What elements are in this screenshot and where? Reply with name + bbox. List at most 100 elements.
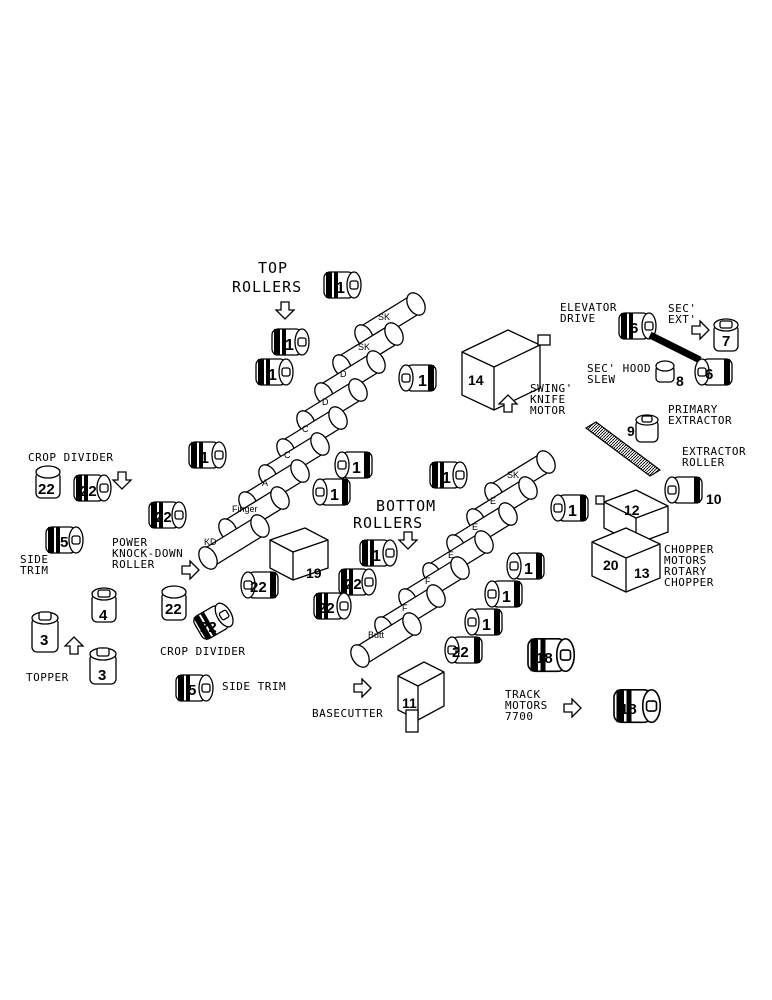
motor-6-b [694, 358, 733, 386]
motor-9 [635, 414, 659, 443]
motor-number: 1 [372, 548, 381, 565]
roller-label: E [448, 550, 454, 560]
motor-number: 1 [482, 617, 491, 634]
block-number: 19 [306, 565, 322, 581]
motor-number: 22 [38, 481, 55, 498]
motor-number: 22 [155, 509, 172, 526]
block-11 [397, 661, 445, 733]
topper-label: TOPPER [26, 671, 69, 684]
block-number: 13 [634, 565, 650, 581]
extractor-roller-label-2: ROLLER [682, 456, 725, 469]
track-motors-label-3: 7700 [505, 710, 534, 723]
motor-number: 22 [318, 600, 335, 617]
motor-number: 6 [705, 366, 713, 383]
motor-number: 1 [524, 561, 533, 578]
motor-number: 18 [536, 650, 553, 667]
roller-label: D [340, 369, 347, 379]
elevator-drive-label-2: DRIVE [560, 312, 596, 325]
chopper-label-4: CHOPPER [664, 576, 714, 589]
motor-number: 6 [630, 320, 638, 337]
roller-label: SK [358, 342, 370, 352]
chopper-label-1: CHOPPER [664, 543, 714, 556]
roller-label: A [262, 478, 268, 488]
motor-22-crop-a [35, 465, 61, 499]
sec-ext-label-1: SEC' [668, 302, 697, 315]
motor-number: 1 [330, 487, 339, 504]
top-rollers-arrow-icon [275, 301, 295, 320]
block-20-13 [591, 527, 661, 593]
bottom-rollers-label-1: BOTTOM [376, 497, 436, 515]
motor-number: 1 [336, 280, 345, 297]
elevator-drive-label-1: ELEVATOR [560, 301, 617, 314]
motor-number: 7 [722, 333, 730, 350]
motor-number: 1 [285, 337, 294, 354]
roller-label: E [472, 522, 478, 532]
motor-number: 9 [627, 423, 635, 439]
track-motors-label-2: MOTORS [505, 699, 548, 712]
extractor-roller-label-1: EXTRACTOR [682, 445, 746, 458]
chopper-label-3: ROTARY [664, 565, 707, 578]
roller-label: Finger [232, 504, 258, 514]
motor-8 [655, 360, 675, 383]
motor-22-crop-c [161, 585, 187, 621]
roller-label: Butt [368, 630, 385, 640]
motor-number: 8 [676, 373, 684, 389]
basecutter-label: BASECUTTER [312, 707, 383, 720]
motor-number: 5 [60, 534, 68, 551]
motor-number: 1 [502, 589, 511, 606]
motor-number: 5 [188, 682, 196, 699]
motor-number: 22 [250, 579, 267, 596]
motor-number: 1 [268, 367, 277, 384]
bottom-rollers-label-2: ROLLERS [353, 514, 423, 532]
top-rollers-label-1: TOP [258, 259, 288, 277]
topper-arrow-icon [64, 636, 84, 655]
swing-knife-label-3: MOTOR [530, 404, 566, 417]
side-trim-left-label-1: SIDE [20, 553, 49, 566]
motor-number: 18 [620, 701, 637, 718]
track-motors-arrow-icon [563, 698, 582, 718]
swing-knife-label-1: SWING' [530, 382, 573, 395]
roller-label: C [302, 424, 309, 434]
motor-number: 3 [40, 632, 48, 649]
motor-number: 4 [99, 607, 108, 624]
roller-label: F [402, 603, 408, 613]
power-kd-label-1: POWER [112, 536, 148, 549]
chopper-label-2: MOTORS [664, 554, 707, 567]
power-kd-label-2: KNOCK-DOWN [112, 547, 183, 560]
block-number: 12 [624, 502, 640, 518]
roller-label: F [425, 576, 431, 586]
motor-number: 22 [165, 601, 182, 618]
sec-hood-label-1: SEC' HOOD [587, 362, 651, 375]
roller-label: SK [378, 312, 390, 322]
motor-number: 22 [452, 644, 469, 661]
power-kd-arrow-icon [181, 560, 200, 580]
side-trim-bottom-label: SIDE TRIM [222, 680, 286, 693]
motor-number: 10 [706, 491, 722, 507]
top-rollers-label-2: ROLLERS [232, 278, 302, 296]
motor-7 [713, 318, 739, 352]
motor-number: 1 [568, 503, 577, 520]
block-number: 20 [603, 557, 619, 573]
motor-3-b [89, 647, 117, 685]
power-kd-label-3: ROLLER [112, 558, 155, 571]
motor-number: 1 [442, 470, 451, 487]
bottom-rollers-arrow-icon [398, 531, 418, 550]
elevator-shaft [648, 331, 702, 364]
motor-number: 22 [345, 576, 362, 593]
sec-ext-label-2: EXT' [668, 313, 697, 326]
primary-extractor-label-2: EXTRACTOR [668, 414, 732, 427]
motor-number: 1 [418, 373, 427, 390]
swing-knife-label-2: KNIFE [530, 393, 566, 406]
block-number: 11 [402, 695, 417, 711]
roller-label: SK [507, 470, 519, 480]
sec-hood-label-2: SLEW [587, 373, 616, 386]
motor-number: 22 [80, 483, 97, 500]
primary-extractor-label-1: PRIMARY [668, 403, 718, 416]
side-trim-left-label-2: TRIM [20, 564, 49, 577]
motor-number: 1 [200, 450, 209, 467]
basecutter-arrow-icon [353, 678, 372, 698]
block-14 [461, 329, 551, 411]
roller-label: E [490, 496, 496, 506]
roller-label: D [322, 397, 329, 407]
motor-10 [664, 476, 703, 504]
